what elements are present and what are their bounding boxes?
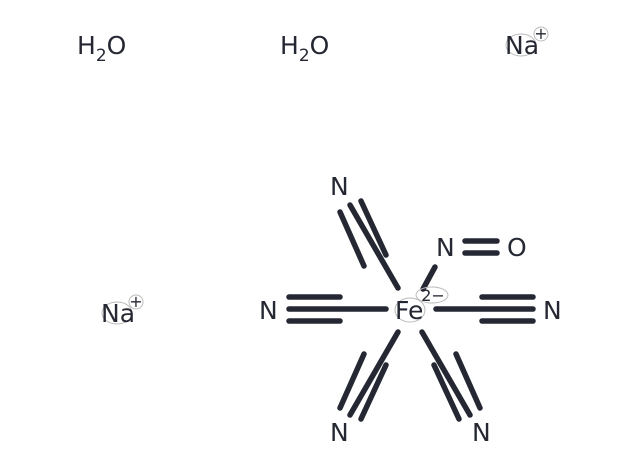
svg-text:2−: 2− [421, 286, 445, 305]
svg-text:H2O: H2O [280, 31, 329, 66]
svg-text:Fe: Fe [395, 296, 423, 325]
atom-nitrosyl-n: N [436, 233, 455, 262]
svg-text:H2O: H2O [77, 31, 126, 66]
bonds [286, 198, 536, 422]
svg-text:Na: Na [505, 31, 539, 60]
iron-center: Fe 2− [394, 286, 449, 325]
water-molecule-1: H2O [77, 31, 126, 66]
atom-n-right: N [543, 296, 562, 325]
atom-n-bottom-left: N [330, 418, 349, 447]
sodium-ion-1: Na + [505, 24, 549, 60]
svg-text:+: + [129, 292, 142, 311]
atom-nitrosyl-o: O [507, 233, 527, 262]
atom-n-left: N [259, 296, 278, 325]
sodium-ion-2: Na + [101, 292, 144, 328]
atom-n-bottom-right: N [472, 418, 491, 447]
atom-n-top: N [330, 172, 349, 201]
water-molecule-2: H2O [280, 31, 329, 66]
svg-text:+: + [534, 24, 547, 43]
